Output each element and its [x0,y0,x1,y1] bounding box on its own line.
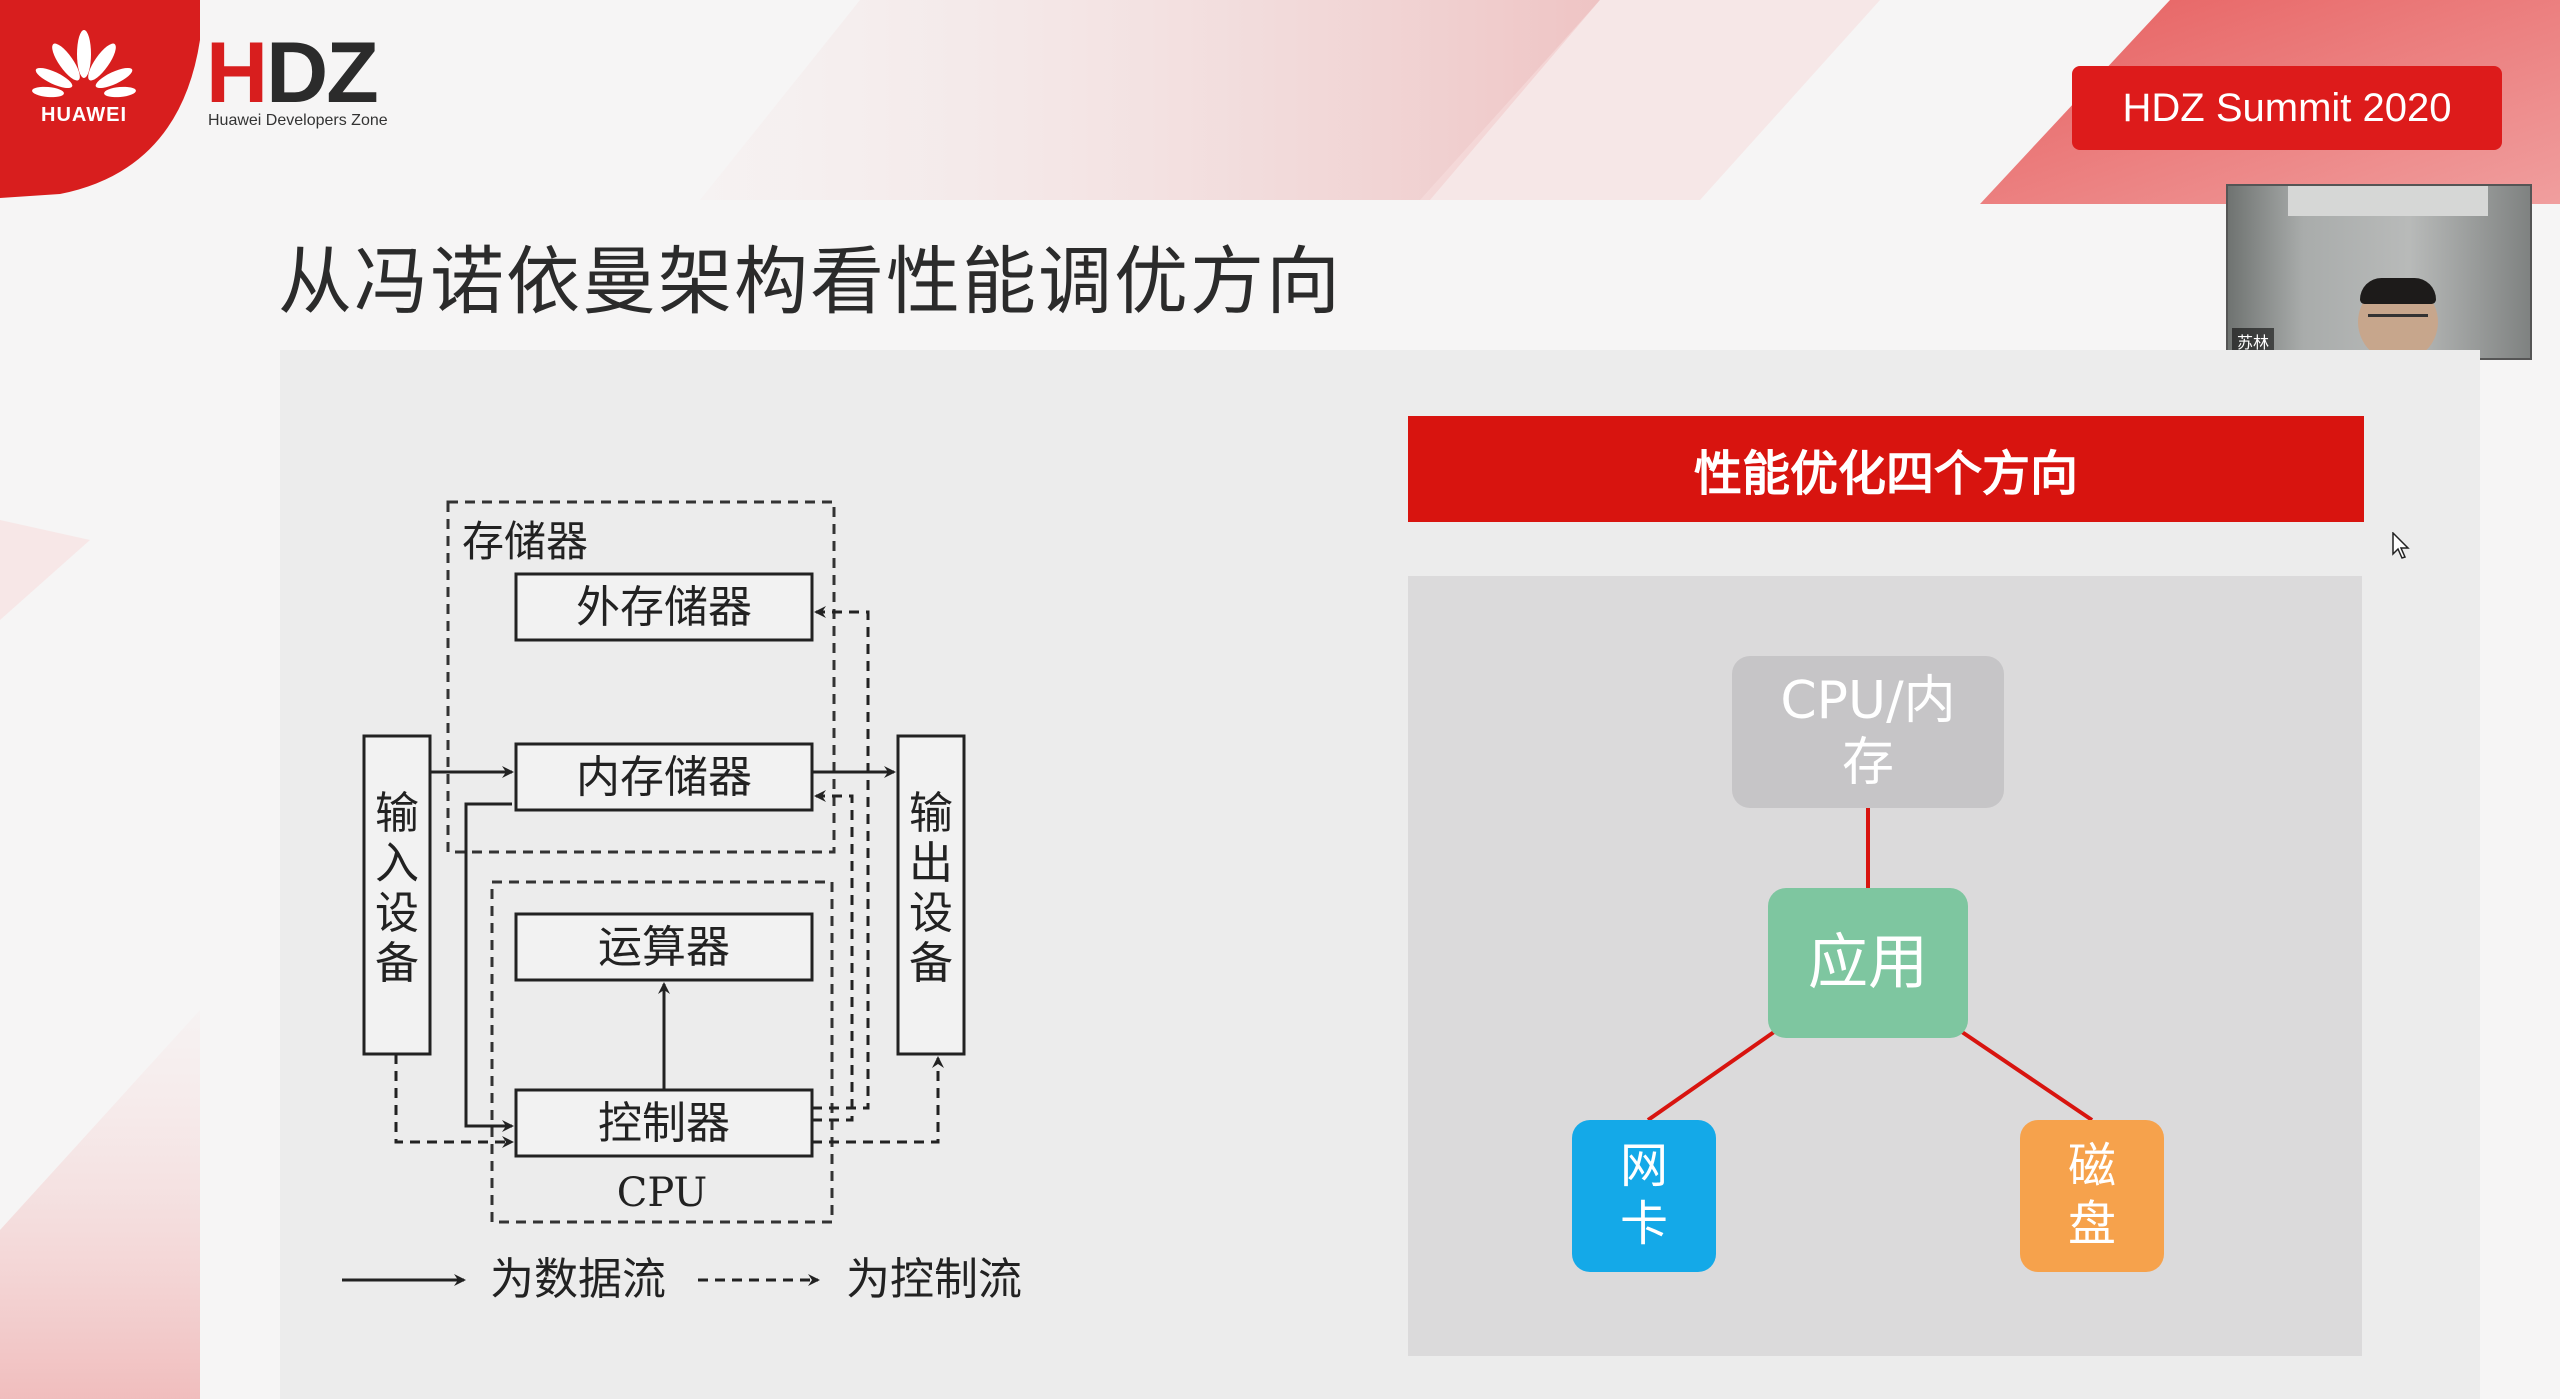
node-network-card-line-2: 卡 [1619,1196,1668,1252]
node-cpu-memory-line-1: CPU/内 [1780,670,1956,731]
input-device-char-2: 入 [375,838,419,889]
output-device-char-3: 设 [909,888,953,939]
external-storage-box [514,572,814,642]
data-flow-arrows [430,766,896,1132]
webcam-thumbnail[interactable]: 苏林 [2226,184,2532,360]
controller-box [514,1088,814,1158]
node-cpu-memory: CPU/内 存 [1732,656,2004,808]
hdz-logo-subtitle: Huawei Developers Zone [208,112,388,129]
mouse-cursor-icon [2392,532,2410,559]
memory-group-label: 存储器 [462,517,588,566]
node-application: 应用 [1768,888,1968,1038]
event-badge: HDZ Summit 2020 [2072,66,2502,150]
output-device-box [896,734,966,1056]
output-device-char-1: 输 [909,788,953,839]
input-device-char-1: 输 [375,788,419,839]
node-cpu-memory-line-2: 存 [1841,733,1894,793]
cpu-label: CPU [617,1170,708,1216]
legend-control-flow-label: 为控制流 [846,1254,1022,1305]
webcam-person-glasses [2368,314,2428,325]
output-device-char-4: 备 [909,938,953,989]
legend-data-flow-label: 为数据流 [490,1254,666,1305]
control-flow-arrows [394,606,944,1148]
node-network-card: 网 卡 [1572,1120,1716,1272]
internal-memory-box [514,742,814,812]
hdz-logo: HDZ [206,25,379,121]
webcam-participant-name: 苏林 [2232,328,2275,354]
webcam-window [2288,186,2488,216]
input-device-char-4: 备 [375,938,419,989]
node-disk-line-1: 磁 [2067,1138,2116,1195]
huawei-logo-badge [0,0,200,198]
right-diagram-title: 性能优化四个方向 [1408,416,2364,522]
controller-label: 控制器 [598,1098,730,1149]
alu-box [514,912,814,982]
internal-memory-label: 内存储器 [576,752,752,803]
input-device-char-3: 设 [375,888,419,939]
node-disk: 磁 盘 [2020,1120,2164,1272]
cpu-group-box [490,880,834,1224]
memory-group-box [446,500,836,854]
webcam-person-hair [2360,278,2436,304]
alu-label: 运算器 [598,922,730,973]
huawei-logo-text: HUAWEI [41,104,127,126]
hdz-logo-letters: DZ [266,25,379,121]
slide-title: 从冯诺依曼架构看性能调优方向 [278,239,1342,325]
node-disk-line-2: 盘 [2067,1196,2116,1252]
external-storage-label: 外存储器 [576,582,752,633]
connector-app-disk [1960,1030,2094,1122]
node-network-card-line-1: 网 [1619,1138,1668,1195]
connector-app-nic [1646,1030,1776,1122]
output-device-char-2: 出 [909,838,953,889]
